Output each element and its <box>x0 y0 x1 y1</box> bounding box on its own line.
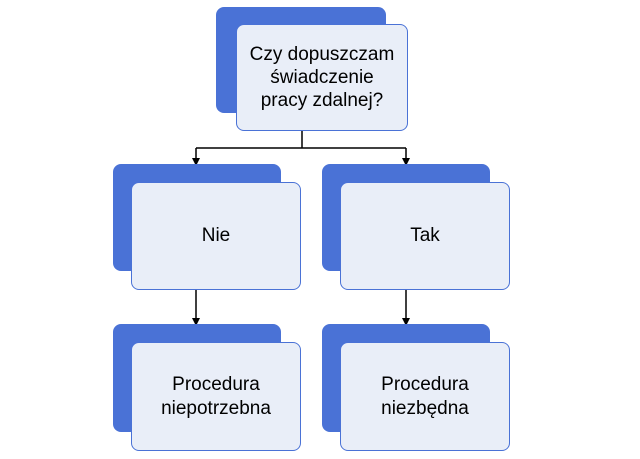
node-procedura-niepotrzebna-box: Procedura niepotrzebna <box>131 342 301 451</box>
node-procedura-niezbedna-label: Procedura niezbędna <box>381 374 469 419</box>
node-procedura-niepotrzebna-label: Procedura niepotrzebna <box>161 374 271 419</box>
node-tak-label: Tak <box>410 225 440 247</box>
node-tak-box: Tak <box>340 182 510 290</box>
node-procedura-niezbedna: Procedura niezbędna <box>322 324 510 451</box>
node-nie-label: Nie <box>201 225 231 247</box>
node-nie-box: Nie <box>131 182 301 290</box>
node-root-question: Czy dopuszczam świadczenie pracy zdalnej… <box>216 7 408 131</box>
node-tak: Tak <box>322 164 510 290</box>
node-procedura-niepotrzebna: Procedura niepotrzebna <box>113 324 301 451</box>
node-procedura-niezbedna-box: Procedura niezbędna <box>340 342 510 451</box>
node-root-label: Czy dopuszczam świadczenie pracy zdalnej… <box>249 43 395 112</box>
node-nie: Nie <box>113 164 301 290</box>
node-root-box: Czy dopuszczam świadczenie pracy zdalnej… <box>236 24 408 131</box>
